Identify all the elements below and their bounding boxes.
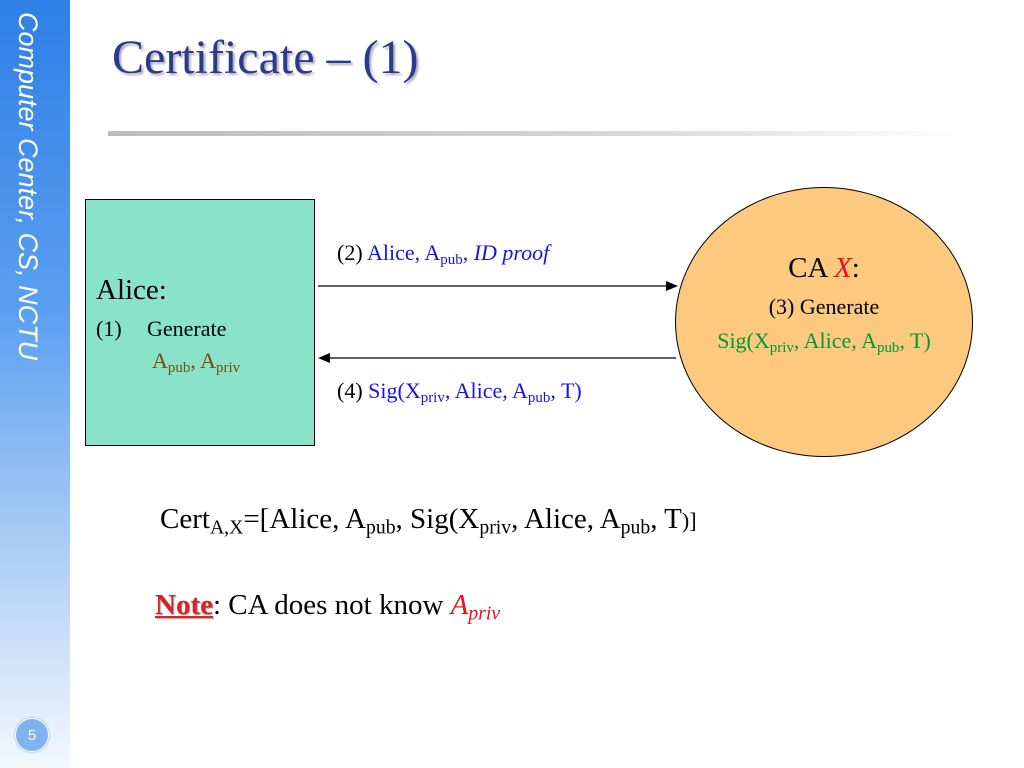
message-4-p1: Sig(X — [368, 378, 421, 403]
cert-s3: priv — [479, 516, 512, 539]
message-2-proof: ID proof — [473, 240, 550, 265]
alice-key-sep: , — [190, 348, 201, 373]
ca-sig-p3: , T) — [899, 328, 931, 353]
cert-p1: Cert — [160, 503, 210, 535]
alice-key-pub-sub: pub — [167, 360, 191, 377]
ca-label-text: CA — [788, 252, 827, 284]
alice-box — [85, 199, 315, 446]
ca-sig-p1: Sig(X — [717, 328, 770, 353]
cert-s4: pub — [620, 516, 651, 539]
message-4-p2: , Alice, A — [444, 378, 528, 403]
message-4-p3: , T) — [550, 378, 582, 403]
cert-s2: pub — [365, 516, 396, 539]
cert-p6: )] — [681, 508, 697, 533]
ca-circle — [675, 187, 973, 457]
alice-key-priv-sub: priv — [216, 360, 241, 377]
alice-key-priv: A — [200, 348, 217, 373]
message-4-num: (4) — [337, 378, 363, 403]
message-2-label: (2) Alice, Apub, ID proof — [337, 240, 550, 269]
cert-p5: , T — [650, 503, 682, 535]
alice-step-text: Generate — [147, 316, 227, 341]
cert-p3: , Sig(X — [395, 503, 480, 535]
note-word: Note — [155, 589, 213, 621]
cert-p4: , Alice, A — [511, 503, 621, 535]
certificate-formula: CertA,X=[Alice, Apub, Sig(Xpriv, Alice, … — [160, 503, 697, 539]
arrow-ca-to-alice-head — [318, 353, 330, 363]
ca-label-colon: : — [851, 252, 860, 284]
sidebar-banner: Computer Center, CS, NCTU — [0, 0, 70, 768]
slide-title: Certificate – (1) — [112, 31, 419, 84]
cert-p2: =[Alice, A — [243, 503, 366, 535]
message-4-label: (4) Sig(Xpriv, Alice, Apub, T) — [337, 378, 582, 407]
page-number-badge: 5 — [15, 718, 49, 752]
arrow-alice-to-ca-head — [666, 281, 678, 291]
alice-label: Alice: — [96, 274, 167, 306]
message-2-sep: , — [462, 240, 474, 265]
alice-key-pub: A — [152, 348, 168, 373]
note-a: A — [450, 589, 469, 621]
ca-sig-s2: pub — [876, 340, 900, 357]
message-2-sub: pub — [440, 252, 463, 269]
alice-keys: Apub, Apriv — [152, 348, 241, 377]
message-2-num: (2) — [337, 240, 363, 265]
ca-sig-p2: , Alice, A — [793, 328, 877, 353]
message-4-s2: pub — [527, 390, 551, 407]
ca-label-x: X — [834, 252, 852, 284]
note-a-sub: priv — [468, 602, 501, 625]
sidebar-text: Computer Center, CS, NCTU — [13, 12, 43, 361]
message-2-alice: Alice, A — [366, 240, 441, 265]
ca-sig-s1: priv — [769, 340, 794, 357]
cert-s1: A,X — [209, 516, 244, 539]
message-4-s1: priv — [420, 390, 445, 407]
alice-step-number: (1) — [96, 316, 122, 341]
note-text: : CA does not know — [212, 589, 451, 621]
ca-label: CA X: — [676, 252, 972, 285]
ca-signature: Sig(Xpriv, Alice, Apub, T) — [676, 328, 972, 357]
title-divider — [108, 131, 958, 136]
ca-step: (3) Generate — [768, 294, 880, 319]
note-line: Note: CA does not know Apriv — [155, 589, 501, 625]
